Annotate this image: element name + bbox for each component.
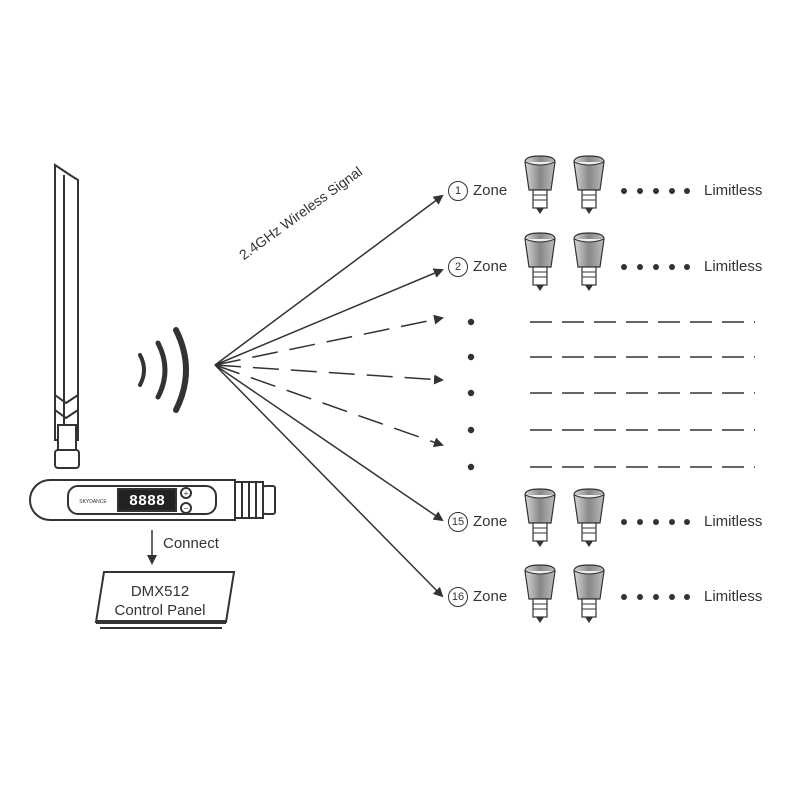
zone-label: Zone <box>473 182 508 199</box>
zone-suffix: Limitless <box>704 513 763 530</box>
zone-number-badge: 1 <box>448 181 468 201</box>
signal-line-zone-15 <box>214 364 444 522</box>
zone-suffix: Limitless <box>704 258 763 275</box>
bulb-icon <box>573 488 605 547</box>
signal-line-dashed-3 <box>214 364 444 448</box>
zone-number-badge: 15 <box>448 512 468 532</box>
zone-label: Zone <box>473 588 508 605</box>
device-brand: SKYDANCE <box>79 499 107 505</box>
zone-suffix: Limitless <box>704 182 763 199</box>
zone-suffix: Limitless <box>704 588 763 605</box>
display-digits: 8888 <box>129 493 165 510</box>
control-panel-box <box>94 571 236 629</box>
bulb-icon <box>524 564 556 623</box>
signal-line-dashed-1 <box>214 314 444 366</box>
signal-line-zone-1 <box>214 194 444 366</box>
bulb-icon <box>573 232 605 291</box>
zone-number-badge: 2 <box>448 257 468 277</box>
button-plus-icon: + <box>184 489 189 498</box>
bulb-icon <box>524 232 556 291</box>
signal-line-zone-16 <box>214 364 444 598</box>
bulb-icon <box>573 155 605 214</box>
panel-line1: DMX512 <box>130 583 190 600</box>
zone-number-badge: 16 <box>448 587 468 607</box>
panel-line2: Control Panel <box>114 602 206 619</box>
bulb-icon <box>573 564 605 623</box>
connect-label: Connect <box>163 535 219 552</box>
signal-line-zone-2 <box>214 268 444 366</box>
dot-leaders <box>621 188 690 600</box>
signal-lines <box>214 194 444 598</box>
antenna-icon <box>54 163 80 469</box>
button-minus-icon: − <box>184 504 189 513</box>
zone-label: Zone <box>473 258 508 275</box>
signal-line-dashed-2 <box>214 364 444 385</box>
dmx-transceiver-device <box>29 479 276 521</box>
bulb-icon <box>524 488 556 547</box>
bulb-icon <box>524 155 556 214</box>
signal-waves-icon <box>138 327 189 413</box>
zone-label: Zone <box>473 513 508 530</box>
ellipsis-rows <box>467 318 755 471</box>
